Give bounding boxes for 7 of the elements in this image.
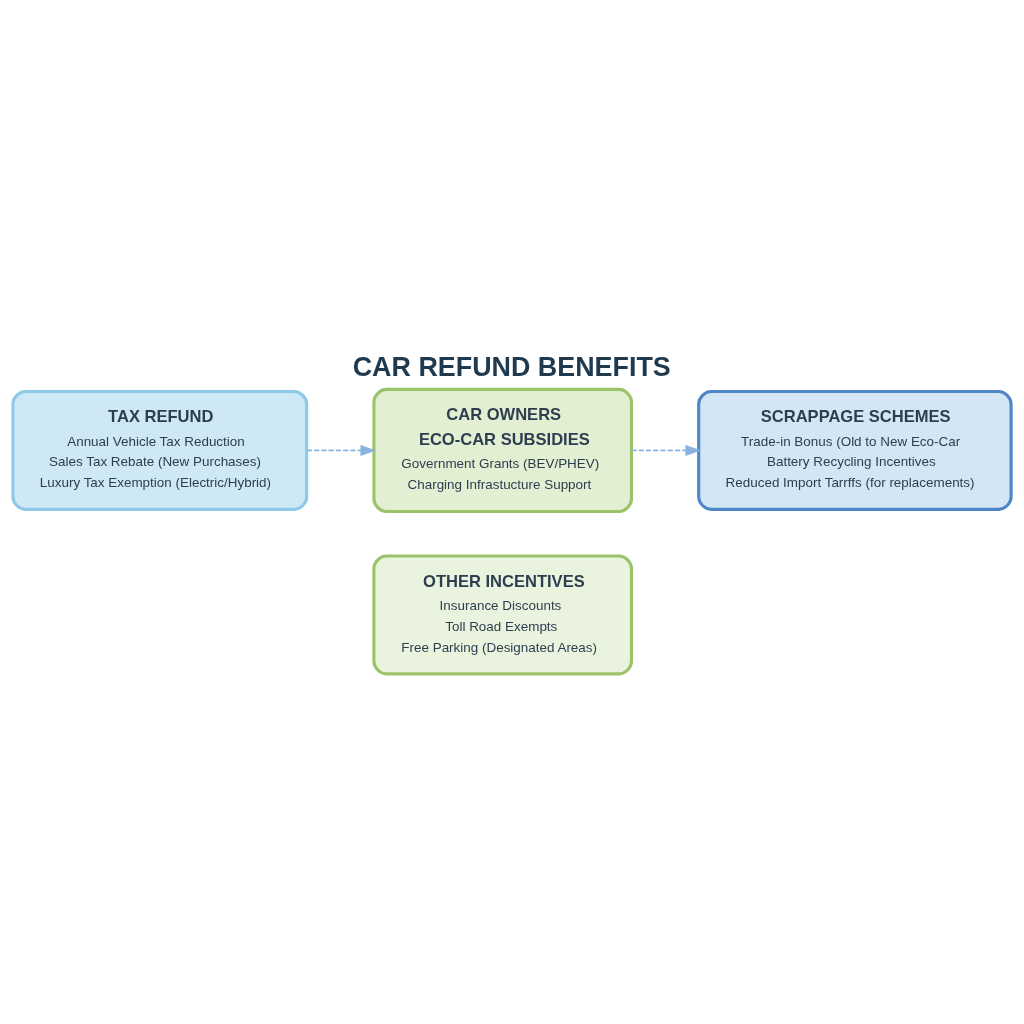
node-box: CAR OWNERS ECO-CAR SUBSIDIES Government Grants (BEV/PHEV) Charging Infrastucture Support xyxy=(372,387,633,513)
node-box: TAX REFUND Annual Vehicle Tax Reduction Sales Tax Rebate (New Purchases) Luxury Tax Exemption (Electric/Hybrid) xyxy=(11,389,309,511)
node-box: SCRAPPAGE SCHEMES Trade-in Bonus (Old to New Eco-Car Battery Recycling Incentives Reduced Import Tarrffs (for replacements) xyxy=(697,389,1013,511)
diagram-title: CAR REFUND BENEFITS xyxy=(352,351,671,382)
arrow xyxy=(306,444,377,456)
arrow xyxy=(630,444,702,456)
node-box: OTHER INCENTIVES Insurance Discounts Toll Road Exempts Free Parking (Designated Areas) xyxy=(372,553,633,675)
